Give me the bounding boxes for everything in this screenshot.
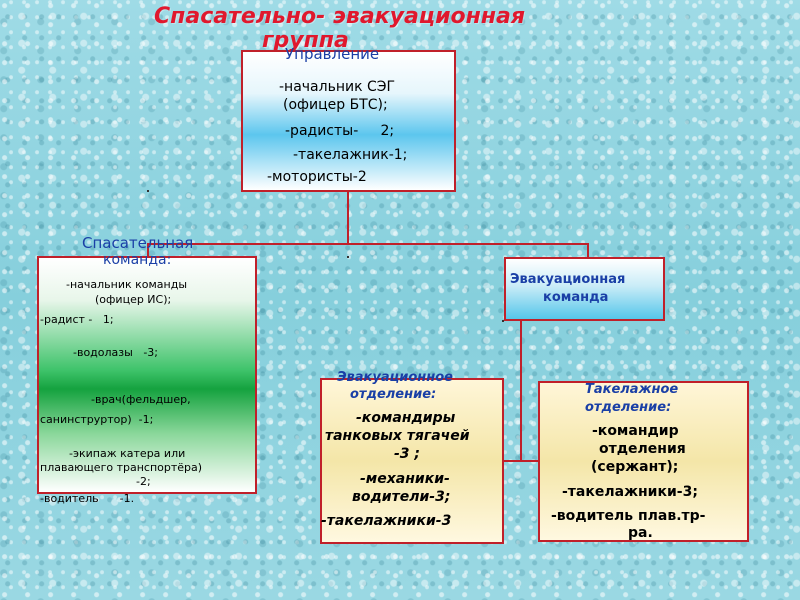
to-item: отделения [599,441,686,457]
connector-eo-to [503,460,540,462]
sk-item: санинструртор) -1; [40,413,154,426]
to-item: -водитель плав.тр- [551,508,706,524]
sk-item: (офицер ИС); [95,293,172,306]
sk-item: -водитель -1. [40,492,135,505]
title-line-1: Спасательно- эвакуационная [154,4,526,29]
takel-otdelenie-box: Такелажное отделение: -командир отделени… [538,381,749,542]
upravlenie-item: -мотористы-2 [267,169,367,185]
page-title: Спасательно- эвакуационная группа [150,2,610,56]
upravlenie-item: -такелажник-1; [293,147,408,163]
connector-to-sk [147,243,149,257]
eo-item: -механики- [360,471,450,487]
spas-komanda-header-1: Спасательная [82,234,194,252]
eo-item: -3 ; [394,446,421,462]
title-line-2: группа [262,28,349,53]
spas-komanda-box: -начальник команды (офицер ИС); -радист … [37,256,257,505]
to-item: -такелажники-3; [562,484,698,500]
spas-komanda-header-2: команда: [103,252,172,268]
connector-to-ek [587,243,589,258]
to-header-2: отделение: [585,400,672,415]
sk-item: -начальник команды [66,278,188,291]
connector-horizontal-top [147,243,589,245]
to-item: ра. [628,525,653,541]
eo-header-1: Эвакуационное [337,370,453,385]
eo-header-2: отделение: [350,387,437,402]
to-item: (сержант); [591,459,679,475]
connector-upr-down [347,192,349,244]
upravlenie-box: Управление -начальник СЭГ (офицер БТС); … [241,45,456,192]
eo-item: водители-3; [352,489,451,505]
upravlenie-item: -начальник СЭГ [279,79,396,95]
evak-komanda-box: Эвакуационная команда [504,257,665,321]
dot-mark [347,256,349,258]
upravlenie-item: -радисты- 2; [285,123,395,139]
sk-item: -врач(фельдшер, [91,393,191,406]
dot-mark [502,320,504,322]
eo-item: -такелажники-3 [321,513,452,529]
sk-item: -водолазы -3; [73,346,158,359]
ek-line-2: команда [543,290,609,305]
upravlenie-item: (офицер БТС); [283,97,388,113]
evak-otdelenie-box: Эвакуационное отделение: -командиры танк… [320,370,504,544]
to-item: -командир [592,423,679,439]
ek-line-1: Эвакуационная [510,272,626,287]
eo-item: танковых тягачей [325,428,470,444]
sk-item: -радист - 1; [40,313,114,326]
eo-item: -командиры [356,410,456,426]
dot-mark [147,190,149,192]
sk-item: -2; [136,475,151,488]
sk-item: плавающего транспортёра) [40,461,203,474]
to-header-1: Такелажное [585,382,679,397]
upravlenie-header: Управление [285,45,380,63]
connector-ek-down [520,320,522,462]
sk-item: -экипаж катера или [69,447,186,460]
